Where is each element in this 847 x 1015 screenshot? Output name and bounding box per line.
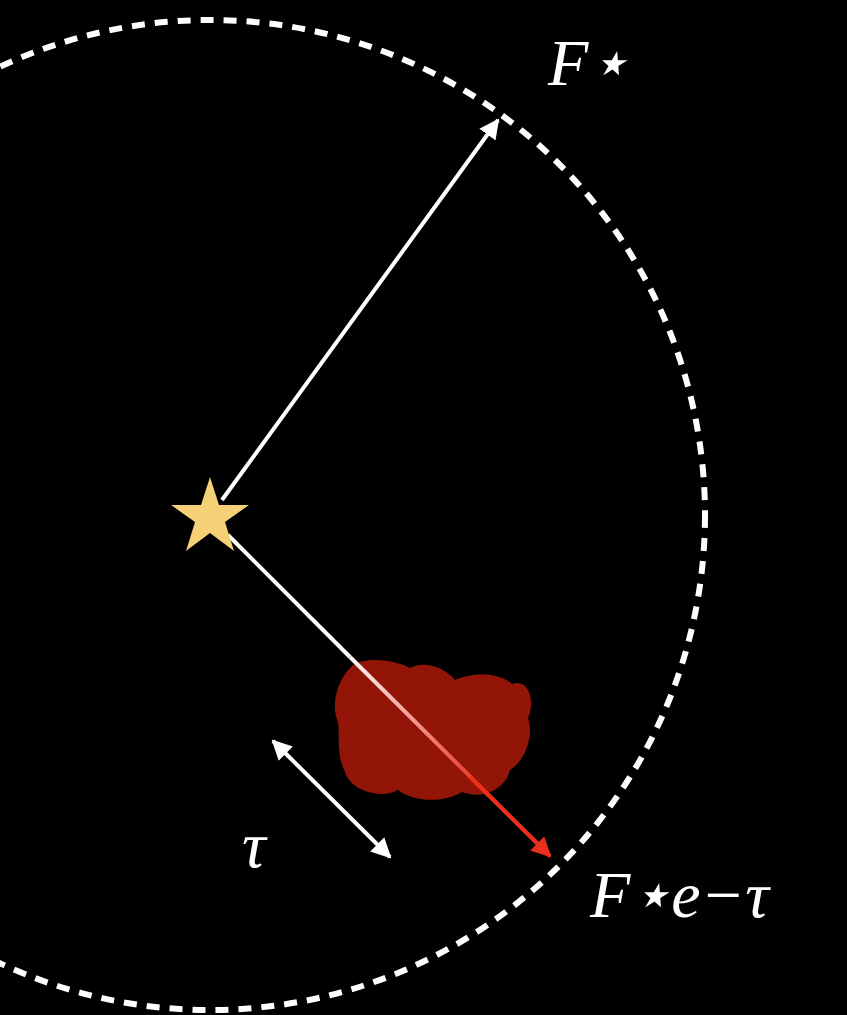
absorbing-cloud — [335, 660, 531, 800]
flux-label: F⋆ — [548, 30, 629, 96]
optical-depth-label: τ — [242, 812, 266, 878]
attenuated-ray — [350, 657, 550, 856]
optical-depth-arrow — [273, 741, 390, 857]
star-symbol — [171, 477, 249, 551]
attenuated-ray — [470, 777, 550, 856]
attenuated-ray — [228, 535, 350, 657]
attenuated-flux-label: F⋆e−τ — [590, 862, 769, 928]
unattenuated-ray — [222, 120, 498, 500]
